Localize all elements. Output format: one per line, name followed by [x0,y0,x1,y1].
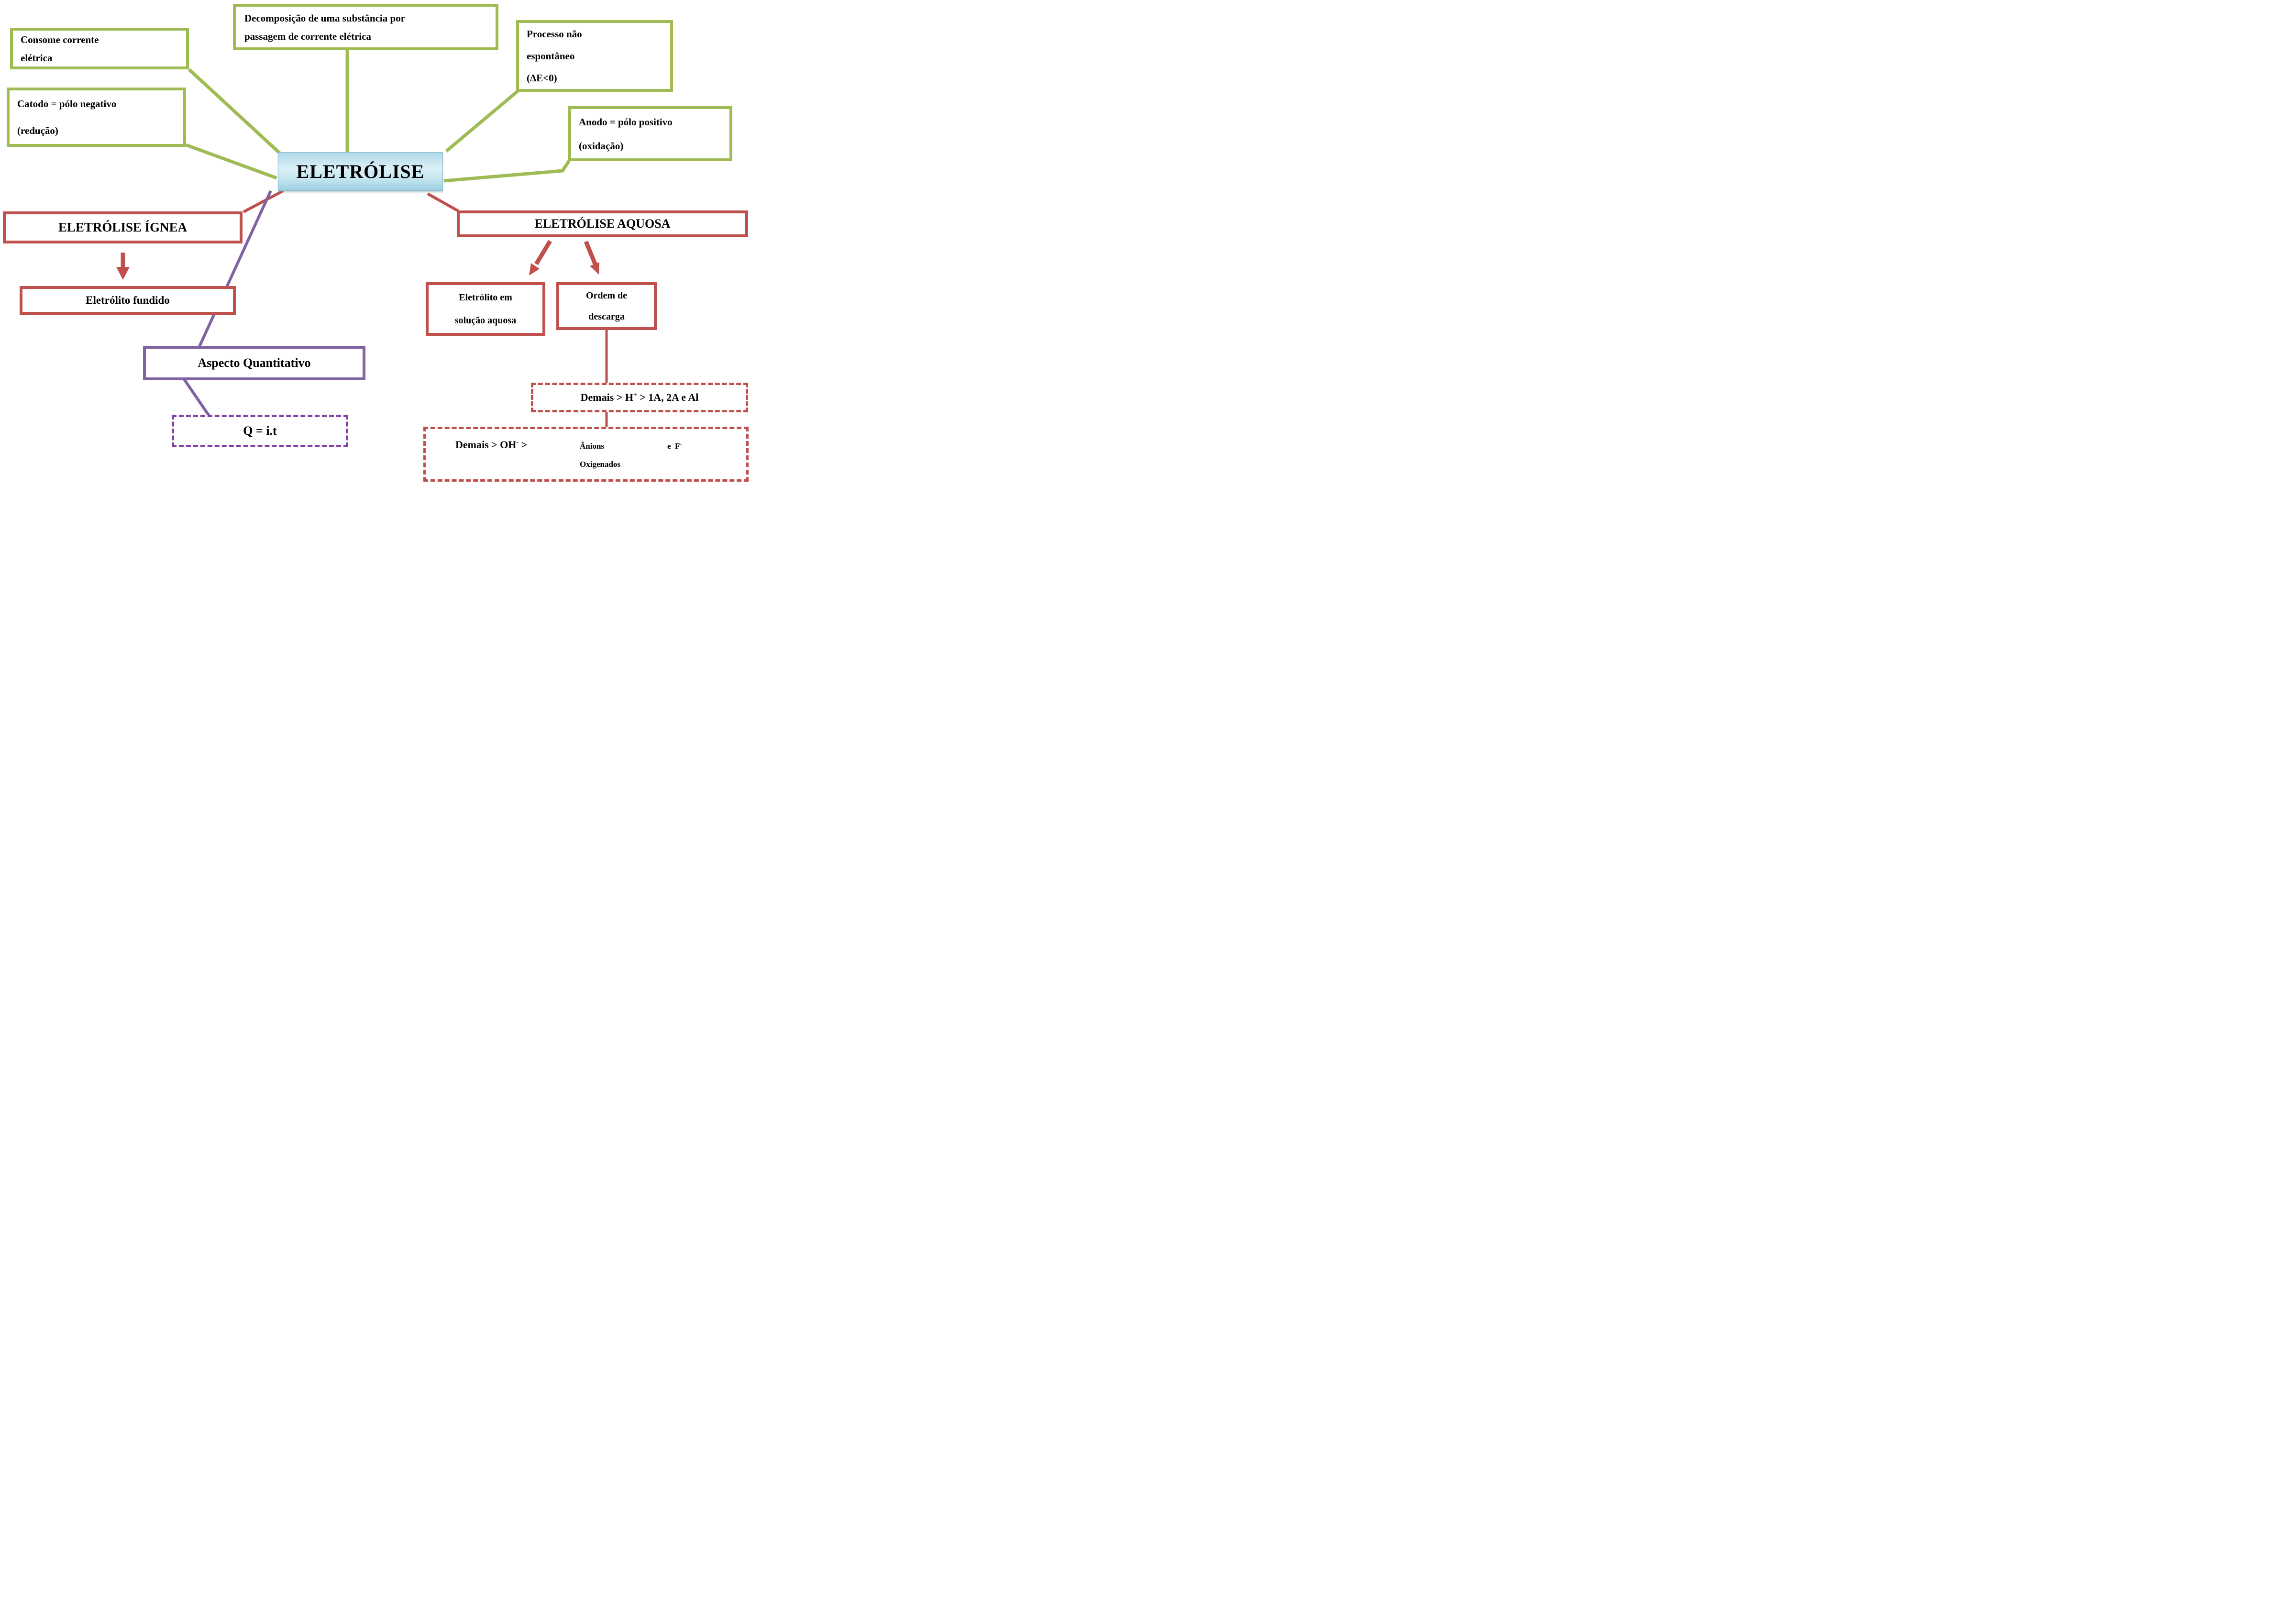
node-anode: Anodo = pólo positivo (oxidação) [568,106,732,161]
connector-formula [183,378,210,417]
anion-order-f: F [675,442,680,451]
node-molten-label: Eletrólito fundido [86,294,170,306]
connector-aquosa [427,192,459,212]
electrolysis-concept-map: Consome corrente elétrica Catodo = pólo … [0,0,750,530]
node-anode-line1: Anodo = pólo positivo [579,116,673,128]
connector-quantitative [198,190,272,347]
node-non-spontaneous-line2: espontâneo [527,50,575,62]
connector-cathode [185,143,277,180]
node-ignea: ELETRÓLISE ÍGNEA [3,211,243,243]
arrow-to-discharge-head-icon [590,262,599,275]
anion-order-main: Demais > OH- > [455,439,527,451]
node-quantitative: Aspecto Quantitativo [143,346,365,380]
node-ignea-label: ELETRÓLISE ÍGNEA [58,220,188,234]
anion-order-sup1: - [516,438,519,446]
center-title-label: ELETRÓLISE [296,161,425,182]
node-molten: Eletrólito fundido [20,286,236,315]
node-consumes-line1: Consome corrente [21,33,99,45]
down-arrow-head-icon [116,267,130,280]
node-definition-line2: passagem de corrente elétrica [244,30,371,42]
node-formula: Q = i.t [172,415,348,447]
node-cathode: Catodo = pólo negativo (redução) [7,88,186,147]
anion-order-gt: > [518,439,528,451]
node-discharge-line2: descarga [588,311,625,322]
anion-order-and: e [667,442,671,451]
node-center-title: ELETRÓLISE [278,152,443,191]
anion-order-anions-line1: Ânions [580,442,605,451]
node-consumes: Consome corrente elétrica [10,28,189,69]
anion-order-prefix: Demais > OH [455,439,517,451]
node-solution-line2: solução aquosa [454,315,517,326]
node-non-spontaneous: Processo não espontâneo (ΔE<0) [516,20,673,92]
anion-order-anions-line2: Oxigenados [580,460,621,469]
node-anion-order: Demais > OH- > Ânions Oxigenados e F- [423,427,749,482]
connector-ignea [243,189,284,213]
node-cation-order-label: Demais > H+ > 1A, 2A e Al [581,391,699,404]
cation-order-suffix: > 1A, 2A e Al [637,391,699,403]
node-non-spontaneous-line3: (ΔE<0) [527,72,557,84]
node-aquosa-label: ELETRÓLISE AQUOSA [534,217,671,231]
node-consumes-line2: elétrica [21,52,53,64]
cation-order-prefix: Demais > H [580,391,633,403]
node-definition-line1: Decomposição de uma substância por [244,12,406,24]
arrow-to-solution-head-icon [529,263,540,276]
node-cathode-line2: (redução) [17,125,58,136]
cation-order-sup: + [633,391,637,398]
node-aquosa: ELETRÓLISE AQUOSA [457,210,748,237]
anion-order-fluoride: e F- [667,442,682,451]
connector-anode [443,160,571,183]
node-cathode-line1: Catodo = pólo negativo [17,98,117,110]
node-quantitative-label: Aspecto Quantitativo [198,356,311,370]
down-arrow-icon [121,253,125,268]
node-anode-line2: (oxidação) [579,140,624,152]
node-non-spontaneous-line1: Processo não [527,28,582,40]
node-discharge: Ordem de descarga [556,282,657,330]
connector-non-spontaneous [445,89,519,153]
node-formula-label: Q = i.t [243,424,277,438]
connector-layer [116,50,608,428]
anion-order-sup2: - [680,442,682,447]
arrow-to-discharge-icon [584,241,598,266]
node-solution-line1: Eletrólito em [459,292,512,303]
arrow-to-solution-icon [534,240,552,265]
node-discharge-line1: Ordem de [585,290,628,301]
node-definition: Decomposição de uma substância por passa… [233,4,498,50]
connector-consumes [188,68,283,156]
node-solution: Eletrólito em solução aquosa [426,282,545,336]
node-cation-order: Demais > H+ > 1A, 2A e Al [531,383,748,412]
